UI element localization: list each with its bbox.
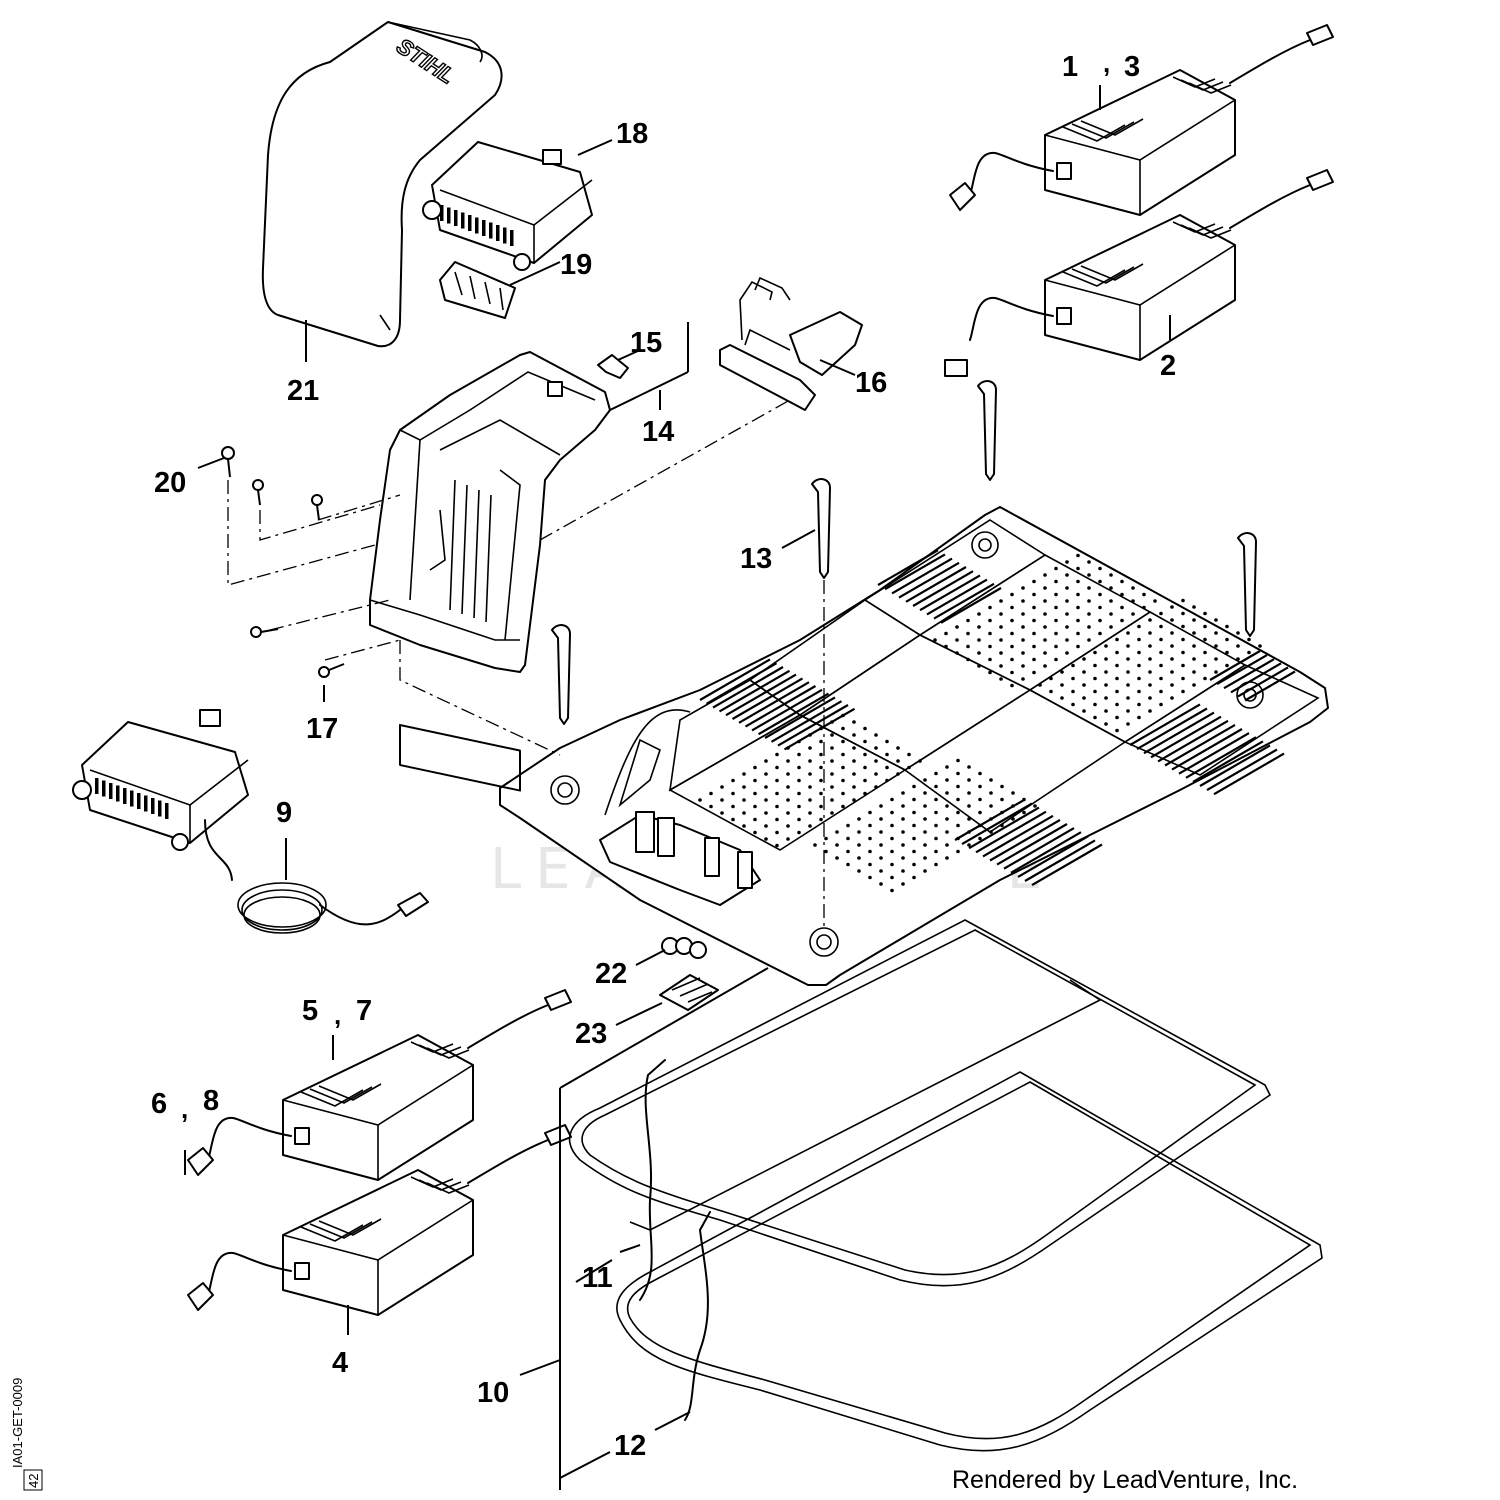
credit-text: Rendered by LeadVenture, Inc. xyxy=(952,1466,1298,1494)
callout-13: 13 xyxy=(740,543,772,575)
callout-4: 4 xyxy=(332,1347,348,1379)
terminals-22 xyxy=(661,937,707,959)
clip-15 xyxy=(597,354,629,379)
terminal-board-23 xyxy=(659,974,719,1011)
callout-8: 8 xyxy=(203,1085,219,1117)
callout-14: 14 xyxy=(642,416,674,448)
callout-12: 12 xyxy=(614,1430,646,1462)
callout-23: 23 xyxy=(575,1018,607,1050)
screws xyxy=(221,446,345,678)
power-supplies xyxy=(187,24,1334,1316)
callout-19: 19 xyxy=(560,249,592,281)
electronics-module-18 xyxy=(422,141,593,271)
callout-2: 2 xyxy=(1160,350,1176,382)
callout-leaders xyxy=(184,85,1171,1479)
callout-15: 15 xyxy=(630,327,662,359)
callout-16: 16 xyxy=(855,367,887,399)
callout-11: 11 xyxy=(582,1262,613,1294)
callout-20: 20 xyxy=(154,467,186,499)
callout-9: 9 xyxy=(276,797,292,829)
callout-21: 21 xyxy=(287,375,319,407)
grille-slots xyxy=(699,549,1296,887)
callout-5: 5 xyxy=(302,995,318,1027)
drawing-code: IA01-GET-0009 xyxy=(10,1378,25,1468)
callout-17: 17 xyxy=(306,713,338,745)
callout-7: 7 xyxy=(356,995,372,1027)
holder-16 xyxy=(719,276,863,411)
drawing-code-sub: 42 xyxy=(26,1474,41,1488)
callout-6: 6 xyxy=(151,1088,167,1120)
callout-10: 10 xyxy=(477,1377,509,1409)
callout-separator-1-3: , xyxy=(1103,48,1110,78)
station-cover: STIHL xyxy=(261,21,503,348)
connector-19 xyxy=(439,261,516,319)
callout-22: 22 xyxy=(595,958,627,990)
callout-3: 3 xyxy=(1124,51,1140,83)
station-frame xyxy=(369,351,611,792)
callout-separator-5-7: , xyxy=(334,1000,341,1030)
alignment-lines xyxy=(227,399,825,930)
charging-module-9 xyxy=(72,709,429,934)
ground-pegs xyxy=(551,380,1257,725)
grille-dots xyxy=(698,553,1262,893)
callout-18: 18 xyxy=(616,118,648,150)
callout-numbers: 1 , 3 2 4 5 , 7 6 , 8 9 10 11 12 13 14 1… xyxy=(151,48,1176,1462)
callout-separator-6-8: , xyxy=(181,1094,188,1124)
drawing-code-box xyxy=(23,1469,43,1491)
callout-1: 1 xyxy=(1062,51,1078,83)
perimeter-wire-loops xyxy=(559,919,1323,1490)
docking-base-plate xyxy=(499,506,1329,986)
